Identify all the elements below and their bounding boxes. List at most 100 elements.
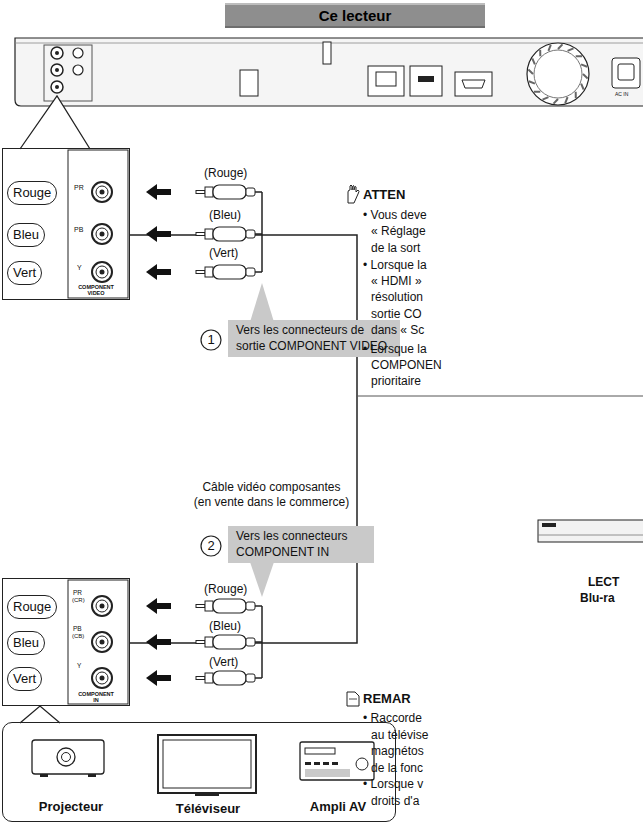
color-tag: Bleu — [7, 223, 45, 247]
antenna-post — [323, 42, 331, 64]
rca-jack-ring — [96, 266, 108, 278]
rca-jack — [92, 262, 112, 282]
amp-vent — [305, 770, 350, 771]
projector-foot — [88, 774, 96, 777]
jack-label: (CR) — [72, 597, 85, 604]
rca-jack-pin — [100, 232, 105, 237]
note-line: prioritaire — [371, 374, 421, 388]
insert-arrow — [146, 634, 171, 650]
amp-vent — [305, 776, 350, 777]
number-circle — [201, 330, 221, 350]
rca-jack-pin — [100, 676, 105, 681]
jack-group-label: COMPONENT VIDEO — [75, 284, 117, 296]
fan-slot — [565, 97, 567, 103]
jack-inset: COMPONENT INRougeBleuVert — [2, 578, 130, 706]
zoom-bubble-edge — [20, 706, 60, 723]
audio-jack — [73, 65, 83, 75]
note-line: de la sort — [371, 241, 420, 255]
fan-slot — [534, 91, 540, 93]
color-tag: Vert — [7, 667, 42, 691]
amp-vent — [305, 774, 350, 775]
note-icon — [347, 692, 359, 706]
amp-vent — [305, 772, 350, 773]
title: Ce lecteur — [319, 7, 392, 24]
jack-label: Y — [77, 662, 81, 670]
rca-jack — [92, 224, 112, 244]
plug-boot — [246, 674, 255, 682]
plug-tip — [196, 233, 205, 236]
amp-button — [323, 762, 329, 765]
note-line: • Vous deve — [363, 208, 427, 222]
jack-label: PB — [74, 226, 83, 234]
plug-body — [213, 635, 246, 649]
node-text: Bleu — [13, 224, 39, 245]
fan-slot — [576, 55, 582, 57]
fan-slot — [575, 92, 577, 98]
plug-tip — [196, 641, 205, 644]
callout-number: 1 — [203, 332, 219, 348]
note-line: dans « Sc — [371, 323, 424, 337]
callout-box: Vers les connecteurs COMPONENT IN — [228, 526, 374, 563]
plug-body — [213, 599, 246, 613]
node-text: Vert — [13, 668, 36, 689]
jack-label: PR — [73, 589, 82, 597]
plug-lead — [255, 191, 262, 193]
note-line: • Lorsque la — [363, 258, 427, 272]
plug-body — [213, 185, 246, 199]
jack-label: PB — [73, 625, 82, 633]
panel-jack — [51, 64, 63, 76]
plug-boot — [246, 602, 255, 610]
plug-body — [213, 265, 246, 279]
insert-arrow — [146, 598, 171, 614]
device-caption: LECT — [588, 575, 619, 589]
zoom-bubble — [20, 96, 90, 149]
fan-slot — [581, 84, 584, 90]
plug-collar — [205, 601, 213, 611]
tv-icon — [158, 735, 256, 793]
plug-body — [213, 227, 246, 241]
rca-jack-pin — [100, 640, 105, 645]
wire-color: (Bleu) — [209, 619, 241, 633]
tv-stand — [195, 793, 219, 796]
wire-color: (Vert) — [209, 246, 238, 260]
fan-slot — [532, 59, 535, 65]
rca-jack-ring — [96, 672, 108, 684]
device-label: Projecteur — [16, 799, 126, 815]
insert-arrow — [146, 670, 171, 686]
insert-arrow — [146, 184, 171, 200]
plug-collar — [205, 187, 213, 197]
projector-lens-inner — [62, 753, 71, 762]
rca-jack-ring — [96, 186, 108, 198]
callout-pointer — [250, 283, 274, 322]
hdmi-port — [455, 72, 492, 96]
fan-slot — [554, 99, 558, 104]
fan-slot — [548, 45, 550, 51]
plug-collar — [205, 267, 213, 277]
device-label: Téléviseur — [153, 801, 263, 817]
rca-jack-ring — [96, 228, 108, 240]
plug-tip — [196, 271, 205, 274]
jack-label: PR — [74, 184, 84, 192]
plug-boot — [246, 638, 255, 646]
note-line: « Réglage — [371, 224, 426, 238]
note-line: résolution — [371, 290, 423, 304]
insert-arrow — [146, 264, 171, 280]
port-label: AC IN — [615, 91, 628, 97]
fan-slot — [583, 74, 588, 78]
plug-lead — [255, 233, 262, 235]
note-heading: ATTEN — [363, 187, 405, 203]
note-line: • Lorsque la — [363, 342, 427, 356]
note-heading: REMAR — [363, 691, 411, 707]
amp-button — [332, 762, 338, 765]
note-line: droits d'a — [371, 794, 419, 808]
rca-jack — [92, 182, 112, 202]
jack-group-label: COMPONENT IN — [75, 691, 117, 703]
rear-panel — [15, 38, 643, 106]
fan-slot — [568, 48, 574, 51]
plug-body — [213, 671, 246, 685]
note-line: de la fonc — [371, 761, 423, 775]
plug-boot — [246, 230, 255, 238]
fan-slot — [581, 64, 587, 66]
rca-jack — [92, 668, 112, 688]
number-circle — [201, 536, 221, 556]
